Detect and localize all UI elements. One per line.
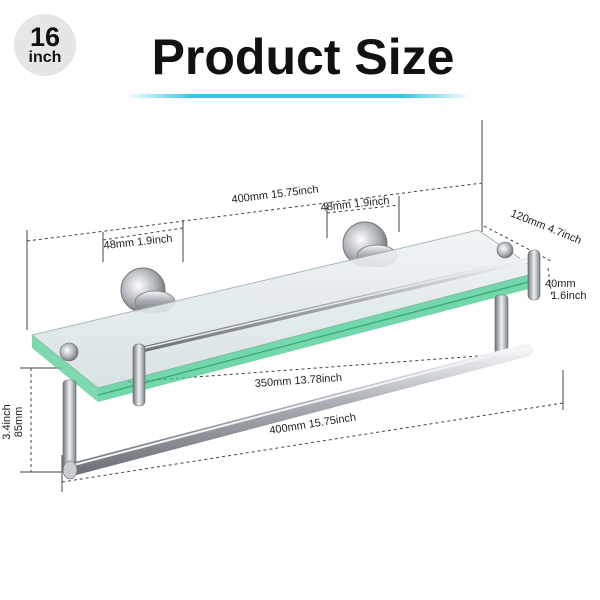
glass-height-mm-label: 40mm <box>545 278 576 290</box>
top-length-label: 400mm 15.75inch <box>231 183 319 206</box>
side-height-mm-label: 85mm <box>13 407 25 438</box>
clamp-right <box>496 241 514 259</box>
rail-post-right <box>527 249 541 301</box>
depth-label: 120mm 4.7inch <box>509 208 583 247</box>
page-title: Product Size <box>151 29 455 85</box>
title-underline <box>125 94 470 98</box>
rail-post-left <box>132 343 146 407</box>
clamp-left <box>59 342 79 362</box>
side-height-in-label: 3.4inch <box>1 404 13 439</box>
rail-length-label: 350mm 13.78inch <box>254 372 342 390</box>
front-rail <box>137 257 530 353</box>
bracket-left-label: 48mm 1.9inch <box>103 233 173 252</box>
towel-bar <box>62 343 534 480</box>
glass-height-in-label: 1.6inch <box>551 290 586 302</box>
badge-unit: inch <box>28 49 62 66</box>
size-badge: 16 inch <box>14 14 76 76</box>
bracket-right-label: 48mm 1.9inch <box>320 195 390 214</box>
support-leg-right <box>494 294 509 356</box>
badge-number: 16 <box>29 22 61 52</box>
